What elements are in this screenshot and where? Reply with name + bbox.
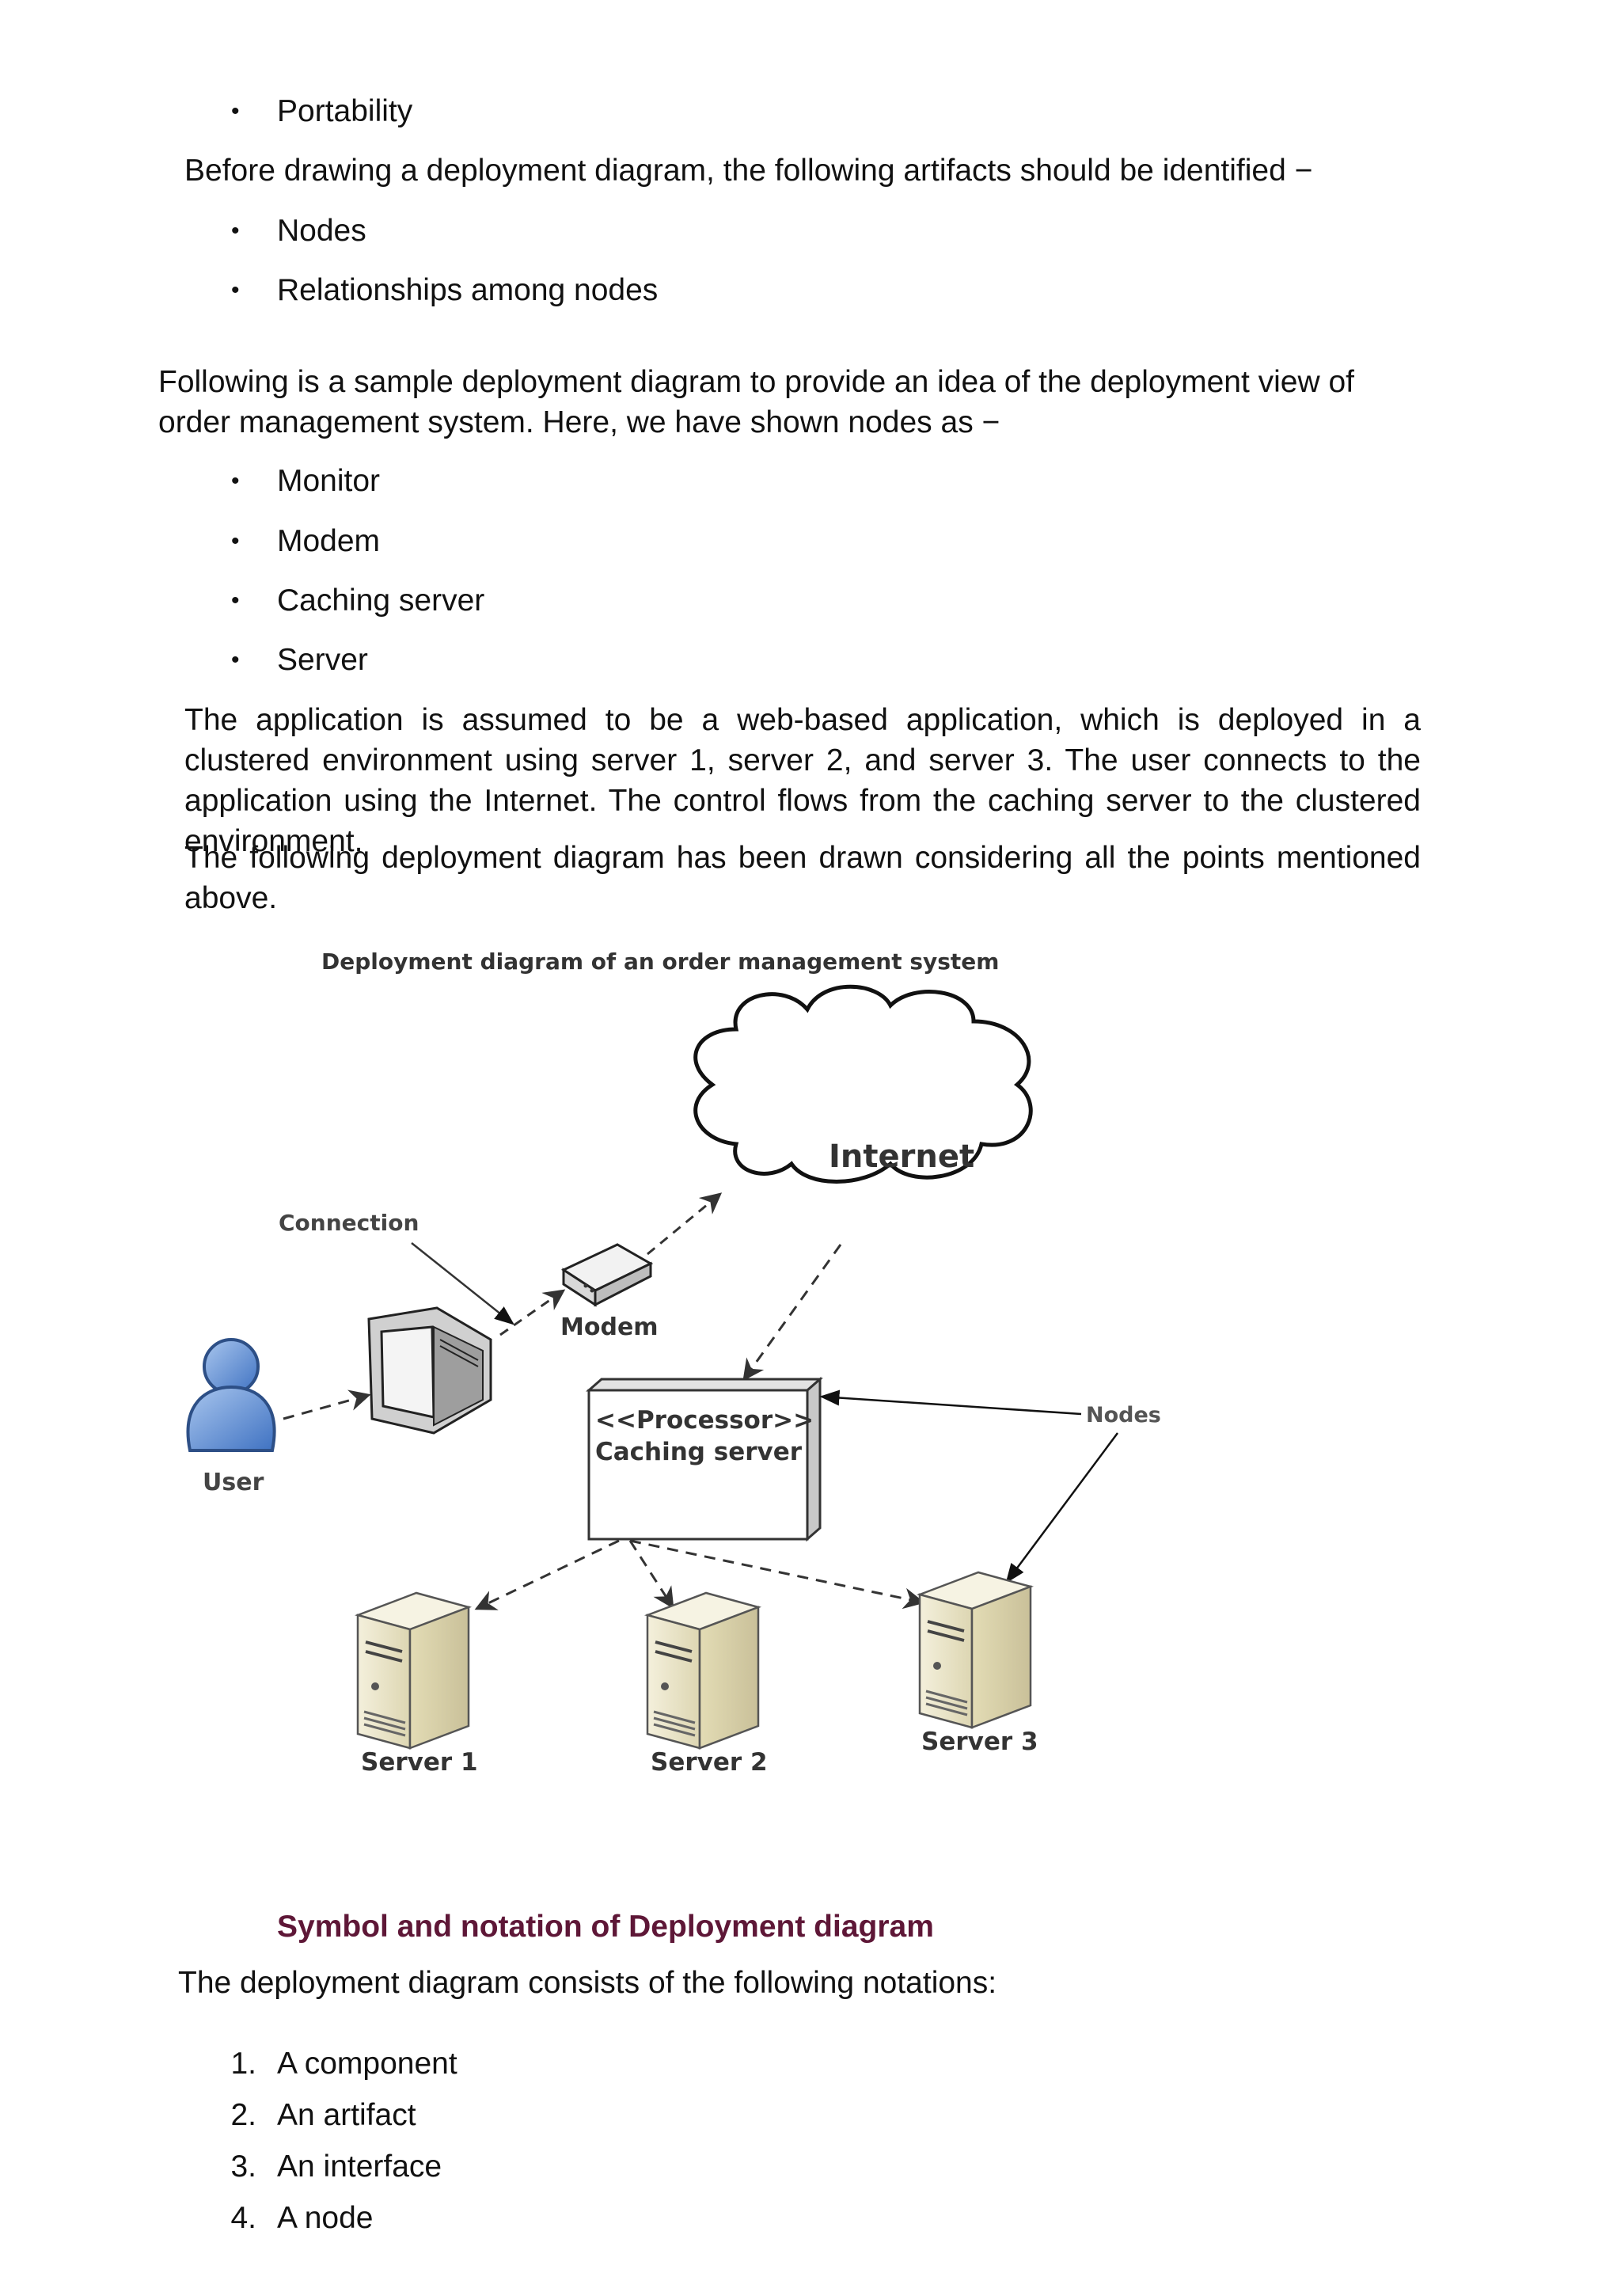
server-3-icon [916, 1571, 1034, 1729]
server-1-icon [354, 1591, 473, 1750]
artifact-item: Nodes [277, 214, 366, 248]
artifact-item: Relationships among nodes [277, 273, 659, 307]
notation-item: An interface [277, 2150, 442, 2184]
internet-cloud-icon [693, 984, 1033, 1184]
monitor-to-modem-flow [499, 1289, 566, 1336]
user-label: User [203, 1469, 264, 1496]
server-2-label: Server 2 [651, 1748, 768, 1777]
bullet-dot: • [231, 587, 240, 614]
user-to-monitor-flow [283, 1389, 371, 1420]
internet-to-caching-flow [742, 1244, 842, 1382]
notation-item: An artifact [277, 2098, 416, 2132]
diagram-title: Deployment diagram of an order managemen… [321, 948, 999, 975]
node-item: Server [277, 643, 368, 677]
modem-icon [560, 1243, 654, 1307]
bullet-dot: • [231, 528, 240, 554]
server-1-label: Server 1 [361, 1748, 478, 1777]
following-paragraph: The following deployment diagram has bee… [184, 841, 1421, 915]
list-number: 3. [230, 2150, 256, 2184]
node-item: Modem [277, 524, 381, 558]
caching-to-server3-flow [629, 1539, 925, 1610]
bullet-dot: • [231, 277, 240, 303]
server-3-label: Server 3 [921, 1728, 1038, 1756]
before-drawing-text: Before drawing a deployment diagram, the… [184, 154, 1313, 188]
notation-item: A node [277, 2201, 374, 2235]
modem-to-internet-flow [647, 1192, 723, 1256]
sample-paragraph: Following is a sample deployment diagram… [158, 365, 1355, 439]
bullet-dot: • [231, 647, 240, 673]
modem-label: Modem [560, 1313, 659, 1341]
processor-stereotype: <<Processor>> [595, 1406, 814, 1435]
caching-to-server1-flow [474, 1539, 620, 1610]
notation-intro: The deployment diagram consists of the f… [178, 1966, 997, 2000]
caching-server-label: Caching server [595, 1438, 803, 1466]
node-item: Caching server [277, 584, 485, 618]
caching-to-server2-flow [628, 1540, 674, 1610]
bullet-dot: • [231, 98, 240, 124]
list-number: 4. [230, 2201, 256, 2235]
nodes-label: Nodes [1086, 1403, 1161, 1427]
user-icon [186, 1338, 276, 1452]
node-item: Monitor [277, 464, 381, 498]
connection-arrow [411, 1242, 514, 1325]
bullet-portability: Portability [277, 94, 413, 128]
nodes-to-caching-arrow [819, 1389, 1082, 1416]
list-number: 1. [230, 2047, 256, 2081]
bullet-dot: • [231, 218, 240, 244]
connection-label: Connection [279, 1210, 419, 1236]
application-paragraph: The application is assumed to be a web-b… [184, 703, 1421, 858]
server-2-icon [643, 1591, 762, 1750]
monitor-icon [367, 1306, 492, 1435]
list-number: 2. [230, 2098, 256, 2132]
internet-label: Internet [829, 1138, 974, 1175]
section-heading: Symbol and notation of Deployment diagra… [277, 1910, 934, 1944]
bullet-dot: • [231, 468, 240, 494]
nodes-to-server3-arrow [1005, 1432, 1119, 1584]
caching-server-node [586, 1376, 823, 1542]
notation-item: A component [277, 2047, 457, 2081]
